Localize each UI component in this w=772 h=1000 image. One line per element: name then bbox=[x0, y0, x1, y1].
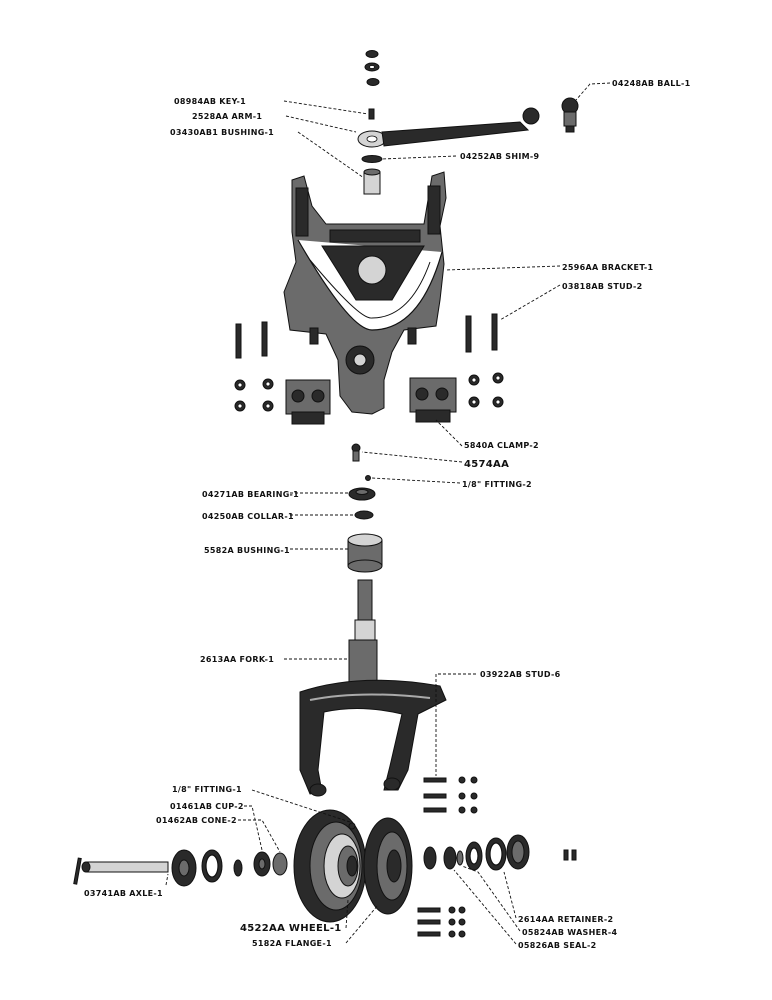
label-clamp: 5840A CLAMP-2 bbox=[464, 441, 539, 450]
axle-part bbox=[73, 857, 169, 885]
fork-part bbox=[299, 579, 447, 797]
small-washer-left bbox=[233, 859, 243, 877]
bracket-studs bbox=[235, 313, 498, 359]
fitting-small-part bbox=[365, 475, 371, 481]
far-right-nuts bbox=[563, 849, 577, 861]
wheel-part bbox=[293, 809, 367, 923]
retainer-right bbox=[465, 834, 530, 871]
label-fitting-2: 1/8" FITTING-2 bbox=[462, 480, 532, 489]
label-stud-6: 03922AB STUD-6 bbox=[480, 670, 561, 679]
label-4574: 4574AA bbox=[464, 459, 509, 470]
wheel-fitting bbox=[348, 822, 356, 830]
wheel-studs bbox=[417, 906, 466, 938]
label-ball: 04248AB BALL-1 bbox=[612, 79, 691, 88]
mid-bushing-part bbox=[347, 533, 383, 573]
label-stud-top: 03818AB STUD-2 bbox=[562, 282, 643, 291]
top-bushing-part bbox=[363, 168, 381, 195]
label-bracket: 2596AA BRACKET-1 bbox=[562, 263, 654, 272]
label-axle: 03741AB AXLE-1 bbox=[84, 889, 163, 898]
flange-part bbox=[363, 817, 413, 915]
fork-studs bbox=[423, 776, 478, 814]
label-arm: 2528AA ARM-1 bbox=[192, 112, 262, 121]
top-nut-stack bbox=[364, 50, 380, 86]
label-flange: 5182A FLANGE-1 bbox=[252, 939, 332, 948]
labels: 08984AB KEY-1 04248AB BALL-1 2528AA ARM-… bbox=[84, 79, 691, 950]
label-cup: 01461AB CUP-2 bbox=[170, 802, 244, 811]
cone-part bbox=[253, 851, 288, 877]
leader-lines bbox=[165, 82, 611, 945]
label-retainer: 2614AA RETAINER-2 bbox=[518, 915, 613, 924]
clamp-left bbox=[285, 379, 331, 425]
bracket-part bbox=[283, 171, 447, 415]
bolt-4574-part bbox=[351, 443, 361, 462]
label-washer: 05824AB WASHER-4 bbox=[522, 928, 617, 937]
label-key: 08984AB KEY-1 bbox=[174, 97, 246, 106]
key-part bbox=[368, 108, 375, 120]
label-cone: 01462AB CONE-2 bbox=[156, 816, 237, 825]
seal-washer-right bbox=[423, 846, 464, 870]
ball-part bbox=[561, 97, 579, 133]
label-bushing-top: 03430AB1 BUSHING-1 bbox=[170, 128, 274, 137]
bracket-nuts bbox=[234, 372, 504, 412]
label-bushing-mid: 5582A BUSHING-1 bbox=[204, 546, 290, 555]
label-bearing: 04271AB BEARING-1 bbox=[202, 490, 299, 499]
arm-part bbox=[357, 107, 540, 148]
label-wheel: 4522AA WHEEL-1 bbox=[240, 923, 342, 934]
label-seal: 05826AB SEAL-2 bbox=[518, 941, 597, 950]
label-fork: 2613AA FORK-1 bbox=[200, 655, 274, 664]
label-shim: 04252AB SHIM-9 bbox=[460, 152, 540, 161]
axle-spacer bbox=[171, 849, 197, 887]
label-collar: 04250AB COLLAR-1 bbox=[202, 512, 294, 521]
cup-left bbox=[201, 849, 223, 883]
shim-part bbox=[361, 155, 383, 163]
clamp-right bbox=[409, 377, 457, 423]
label-fitting-1: 1/8" FITTING-1 bbox=[172, 785, 242, 794]
collar-part bbox=[354, 510, 374, 520]
bearing-part bbox=[348, 487, 376, 501]
